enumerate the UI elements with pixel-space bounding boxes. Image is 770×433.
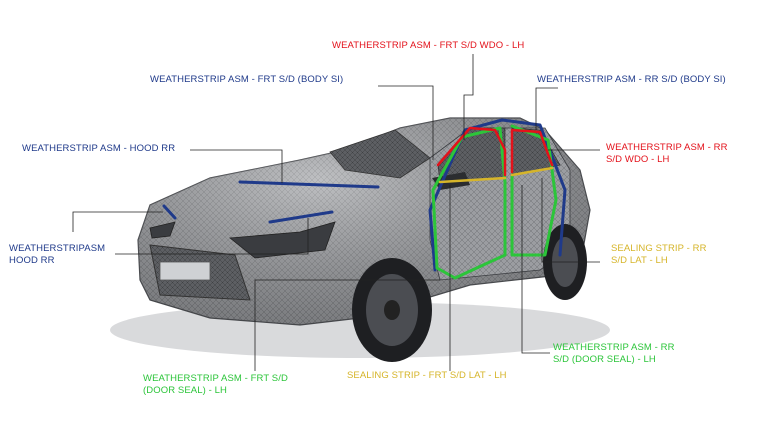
- leader-hood-alt-2: [115, 218, 309, 255]
- headlight-left: [149, 221, 176, 239]
- front-window-seal: [436, 126, 507, 177]
- leader-lines: [72, 54, 600, 371]
- windshield: [329, 129, 431, 179]
- front-lat-sealing: [438, 176, 507, 184]
- headlight-right: [228, 221, 336, 259]
- rear-window-seal: [510, 128, 554, 174]
- leader-hood-alt: [72, 211, 163, 232]
- leader-frt-wdo: [463, 54, 474, 140]
- label-rr-sd-wdo-lh: WEATHERSTRIP ASM - RR S/D WDO - LH: [606, 142, 728, 165]
- front-wheel: [352, 258, 432, 362]
- front-door-seal: [431, 126, 507, 280]
- leader-rr-door: [521, 185, 550, 354]
- label-sealing-strip-rr: SEALING STRIP - RR S/D LAT - LH: [611, 243, 707, 266]
- label-sealing-strip-frt: SEALING STRIP - FRT S/D LAT - LH: [347, 370, 507, 381]
- body-side-strip: [428, 118, 567, 272]
- rear-lat-sealing: [510, 166, 554, 177]
- hood-rr-strip: [238, 180, 380, 189]
- weatherstrips: [162, 118, 567, 280]
- label-hood-rr: WEATHERSTRIP ASM - HOOD RR: [22, 143, 176, 154]
- car-body: [137, 117, 591, 362]
- leader-frt-body: [378, 85, 434, 160]
- hood-side-strip: [268, 210, 334, 224]
- label-frt-door-seal: WEATHERSTRIP ASM - FRT S/D (DOOR SEAL) -…: [143, 373, 288, 396]
- leader-rr-body: [535, 87, 558, 130]
- label-rr-door-seal: WEATHERSTRIP ASM - RR S/D (DOOR SEAL) - …: [553, 342, 675, 365]
- leader-sealing-rr: [541, 178, 600, 263]
- hood-corner-strip: [162, 204, 177, 220]
- leader-frt-door: [254, 279, 440, 371]
- label-rr-sd-body-si: WEATHERSTRIP ASM - RR S/D (BODY SI): [537, 74, 726, 85]
- label-frt-sd-body-si: WEATHERSTRIP ASM - FRT S/D (BODY SI): [150, 74, 344, 85]
- license-plate: [159, 261, 211, 281]
- leader-hood-rr: [190, 149, 283, 183]
- label-frt-sd-wdo-lh: WEATHERSTRIP ASM - FRT S/D WDO - LH: [332, 40, 525, 51]
- label-hood-rr-alt: WEATHERSTRIPASM HOOD RR: [9, 243, 106, 266]
